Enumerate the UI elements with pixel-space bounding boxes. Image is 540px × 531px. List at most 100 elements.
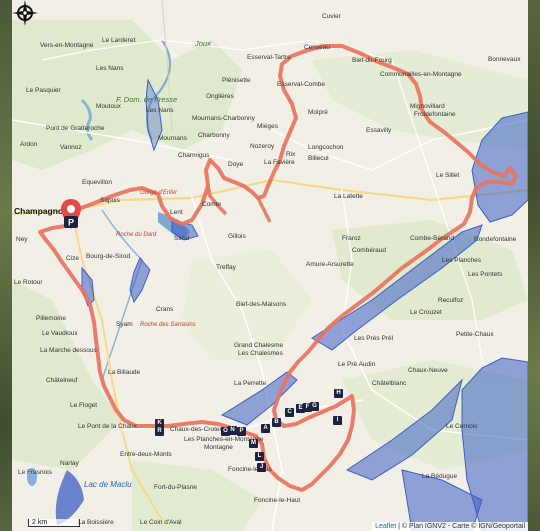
place-label: La Billaude xyxy=(108,369,141,376)
place-label: Le Coin d'Aval xyxy=(140,519,182,526)
place-label: Rix xyxy=(286,151,296,158)
place-label: Les Nans xyxy=(96,65,124,72)
place-label: Le Vaudioux xyxy=(42,330,78,337)
place-label: Foncine-le-Bas xyxy=(228,466,272,473)
place-label: Ney xyxy=(16,236,28,243)
place-label: Les Pontets xyxy=(468,271,503,278)
place-label: Vers-en-Montagne xyxy=(40,42,94,49)
place-label: Les Planches-en-Montagne xyxy=(184,436,264,443)
place-label: Fort-du-Plasne xyxy=(154,484,197,491)
place-label: Charbonny xyxy=(198,132,230,139)
place-label: Le Pont de la Chaux xyxy=(78,423,137,430)
place-label: Combéraud xyxy=(352,247,386,254)
start-parking-marker[interactable]: P xyxy=(61,199,81,229)
place-label: Molpré xyxy=(308,109,328,116)
place-label: Censeau xyxy=(304,44,331,51)
waypoint-marker-e[interactable]: E xyxy=(296,404,305,413)
place-label: Mournans-Charbonny xyxy=(192,115,255,122)
place-label: Entre-deux-Monts xyxy=(120,451,172,458)
place-label: Roche du Dard xyxy=(116,232,157,238)
place-label: Billecul xyxy=(308,155,329,162)
place-label: Essavilly xyxy=(366,127,392,134)
place-label: Equevillon xyxy=(82,179,112,186)
place-label: Communailles-en-Montagne xyxy=(380,71,462,78)
map-scale-bar: 2 km xyxy=(28,519,80,527)
place-label: Les Nans xyxy=(146,107,174,114)
place-label: Doye xyxy=(228,161,244,168)
waypoint-marker-l[interactable]: L xyxy=(255,452,264,461)
waypoint-marker-m[interactable]: M xyxy=(249,439,258,448)
waypoint-marker-b[interactable]: B xyxy=(272,418,281,427)
waypoint-marker-h[interactable]: H xyxy=(334,389,343,398)
place-label: La Boissière xyxy=(78,519,114,526)
leaflet-link[interactable]: Leaflet xyxy=(375,523,397,530)
place-label: Froidefontaine xyxy=(414,111,456,118)
map-canvas[interactable]: Cuvier Le Larderet Joux Vers-en-Montagne Cen… xyxy=(12,0,528,531)
place-label: Montagne xyxy=(204,444,233,451)
right-photo-strip xyxy=(528,0,540,531)
place-label: Joux xyxy=(195,39,211,48)
lake-maclu-zone xyxy=(55,470,84,525)
protected-zones xyxy=(81,78,528,531)
place-label: Ardon xyxy=(20,141,38,148)
waypoint-marker-i[interactable]: I xyxy=(333,416,342,425)
place-label: Le Crouzet xyxy=(410,309,442,316)
left-photo-strip xyxy=(0,0,12,531)
place-label: Syam xyxy=(116,321,133,328)
place-label: Vannoz xyxy=(60,144,82,151)
waypoint-marker-p[interactable]: P xyxy=(237,427,246,436)
waypoint-marker-a[interactable]: A xyxy=(261,424,270,433)
place-label: Esserval-Combe xyxy=(277,81,326,88)
parking-pin-icon: P xyxy=(61,199,81,229)
waypoint-marker-r[interactable]: R xyxy=(155,427,164,436)
place-label: La Latette xyxy=(334,193,363,200)
place-label: Moutoux xyxy=(96,103,121,110)
place-label: Bief-des-Maisons xyxy=(236,301,287,308)
place-label: Lac de Maclu xyxy=(84,480,132,489)
place-label: Bief-du-Fourg xyxy=(352,57,392,64)
waypoint-marker-n[interactable]: N xyxy=(228,426,237,435)
place-label: Le Cernois xyxy=(446,423,478,430)
place-label: La Marche dessous xyxy=(40,347,97,354)
waypoint-marker-k[interactable]: K xyxy=(155,419,164,428)
place-label: La Favière xyxy=(264,159,295,166)
place-label: Nozeroy xyxy=(250,143,275,150)
forest-areas xyxy=(12,20,528,531)
place-label: Narlay xyxy=(60,460,79,467)
waypoint-marker-f[interactable]: F xyxy=(303,403,312,412)
place-label: Comte xyxy=(202,201,222,208)
place-label: F. Dom. de Fresse xyxy=(116,95,178,104)
place-label: Miéges xyxy=(257,123,278,130)
place-label: Le Frasnois xyxy=(18,469,52,476)
place-label: Champagnole xyxy=(14,206,71,216)
place-label: Chaux-des-Crotenay xyxy=(170,426,230,433)
place-label: La Bédugue xyxy=(422,473,458,480)
map-base-layer xyxy=(12,0,528,531)
place-label: Sapois xyxy=(100,197,120,204)
place-label: Pont de Gratteroche xyxy=(46,125,105,132)
scale-label: 2 km xyxy=(32,519,48,526)
place-label: Le Larderet xyxy=(102,37,136,44)
map-attribution: Leaflet | © Plan IGNV2 - Carte © IGN/Geo… xyxy=(372,522,528,531)
parking-letter: P xyxy=(68,218,74,228)
place-label: Charmigus xyxy=(178,152,210,159)
waypoint-marker-j[interactable]: J xyxy=(257,463,266,472)
waypoint-marker-o[interactable]: O xyxy=(221,427,230,436)
compass-rose-icon[interactable] xyxy=(12,0,38,26)
place-label: Amure-Arsurette xyxy=(306,261,354,268)
place-label: Longcochon xyxy=(308,144,344,151)
place-label: Châtelblanc xyxy=(372,380,407,387)
place-label: Crans xyxy=(156,306,174,313)
place-label: Combe-Bérand xyxy=(410,235,455,242)
place-label: Les Prés Prél xyxy=(354,335,394,342)
place-label: Gorge d'Enfer xyxy=(140,190,178,196)
place-label: Cuvier xyxy=(322,13,341,20)
waypoint-marker-c[interactable]: C xyxy=(285,408,294,417)
place-label: Le Sillet xyxy=(436,172,460,179)
waypoint-marker-g[interactable]: G xyxy=(310,402,319,411)
place-label: Lent xyxy=(170,209,183,216)
place-label: Bonnevaux xyxy=(488,56,521,63)
place-label: Les Chalesmes xyxy=(238,350,283,357)
place-label: Reculfoz xyxy=(438,297,464,304)
